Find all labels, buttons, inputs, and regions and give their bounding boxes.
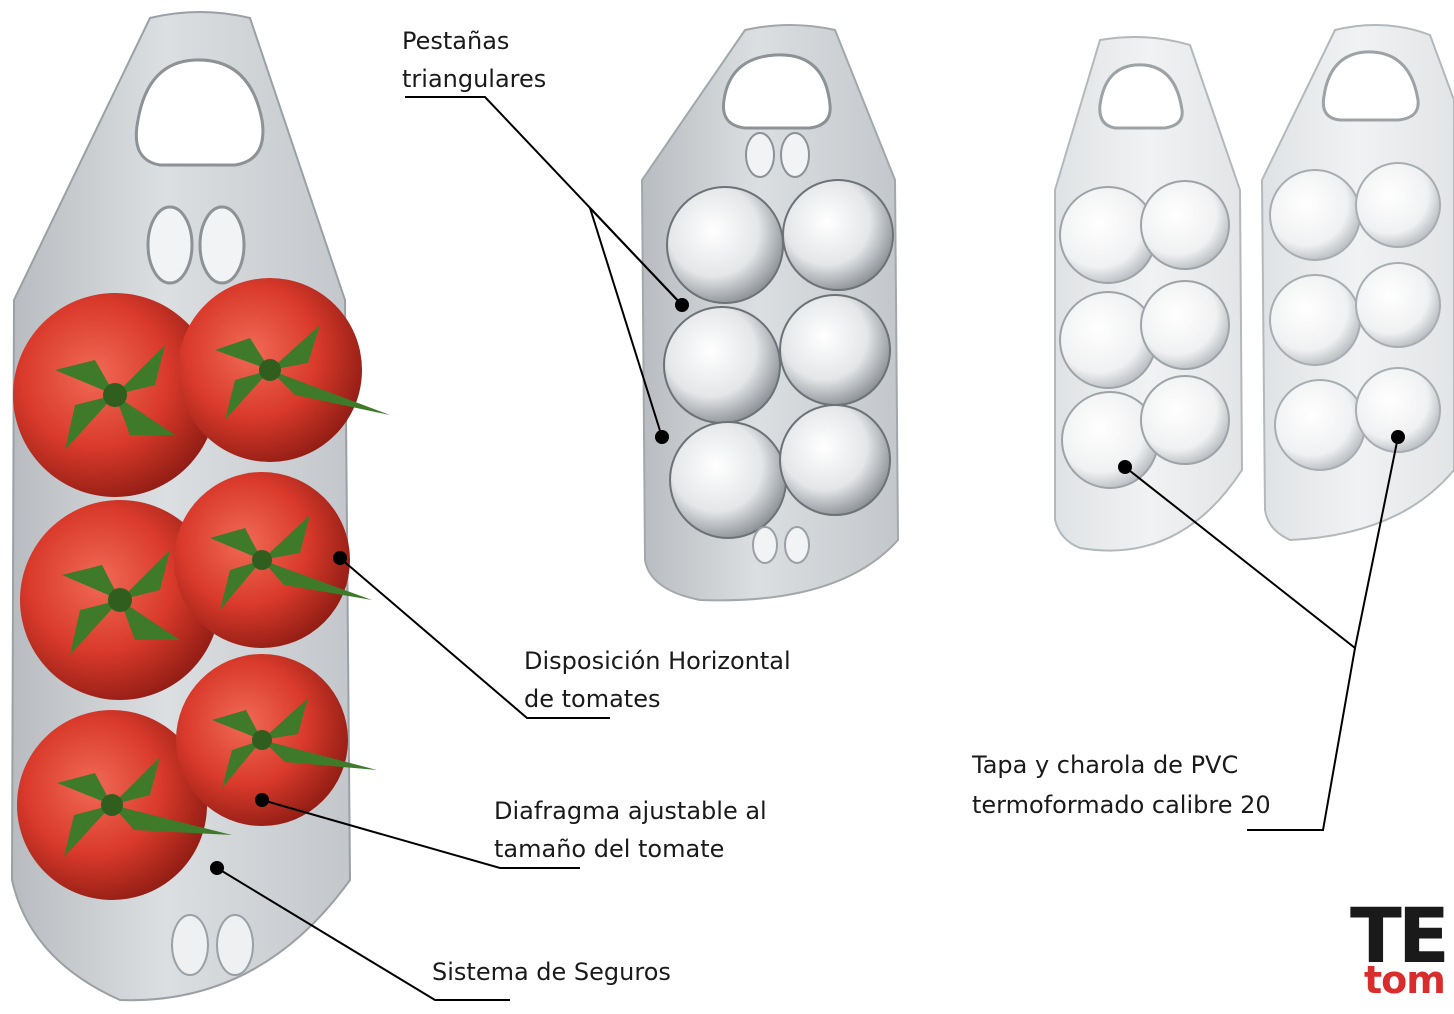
leader-pestanas bbox=[405, 97, 682, 305]
label-disposicion-line2: de tomates bbox=[524, 680, 661, 718]
label-tapa-line2: termoformado calibre 20 bbox=[972, 786, 1271, 824]
tray-lock-slot bbox=[217, 915, 253, 975]
callout-dot bbox=[1391, 430, 1405, 444]
tray-lock-slot bbox=[148, 207, 192, 283]
lid-and-tray-pair bbox=[1055, 25, 1454, 551]
tray-lock-slot bbox=[746, 133, 774, 177]
tray-cavity bbox=[670, 422, 786, 538]
tray-cavity bbox=[780, 295, 890, 405]
tray-cavity bbox=[664, 307, 780, 423]
callout-dot bbox=[1118, 460, 1132, 474]
tray-cavity bbox=[783, 180, 893, 290]
label-pestanas-line1: Pestañas bbox=[402, 22, 509, 60]
callout-dot bbox=[655, 430, 669, 444]
tray-cavity bbox=[780, 405, 890, 515]
callout-dot bbox=[675, 298, 689, 312]
brand-logo-bottom: tom bbox=[1364, 960, 1445, 1000]
tomato-tray bbox=[12, 12, 390, 1000]
label-seguros: Sistema de Seguros bbox=[432, 953, 671, 991]
tomato bbox=[178, 278, 390, 462]
tray-cavity bbox=[667, 187, 783, 303]
lid-cavity bbox=[1356, 163, 1440, 247]
label-tapa-line1: Tapa y charola de PVC bbox=[972, 746, 1238, 784]
empty-tray bbox=[642, 25, 898, 600]
tray-lock-slot bbox=[781, 133, 809, 177]
tray-cavity bbox=[1060, 292, 1156, 388]
label-diafragma-line1: Diafragma ajustable al bbox=[494, 792, 767, 830]
label-diafragma-line2: tamaño del tomate bbox=[494, 830, 724, 868]
lid-cavity bbox=[1270, 275, 1360, 365]
lid-cavity bbox=[1270, 170, 1360, 260]
callout-dot bbox=[210, 861, 224, 875]
callout-dot bbox=[255, 793, 269, 807]
tray-lock-slot bbox=[753, 527, 777, 563]
tray-lock-slot bbox=[200, 207, 244, 283]
lid-cavity bbox=[1356, 263, 1440, 347]
brand-logo: TE tom bbox=[1350, 898, 1454, 1009]
tray-lock-slot bbox=[172, 915, 208, 975]
callout-dot bbox=[333, 551, 347, 565]
tray-cavity bbox=[1141, 281, 1229, 369]
label-pestanas-line2: triangulares bbox=[402, 60, 546, 98]
lid-cavity bbox=[1275, 380, 1365, 470]
tray-cavity bbox=[1141, 181, 1229, 269]
tray-lock-slot bbox=[785, 527, 809, 563]
tray-cavity bbox=[1141, 376, 1229, 464]
label-disposicion-line1: Disposición Horizontal bbox=[524, 642, 791, 680]
